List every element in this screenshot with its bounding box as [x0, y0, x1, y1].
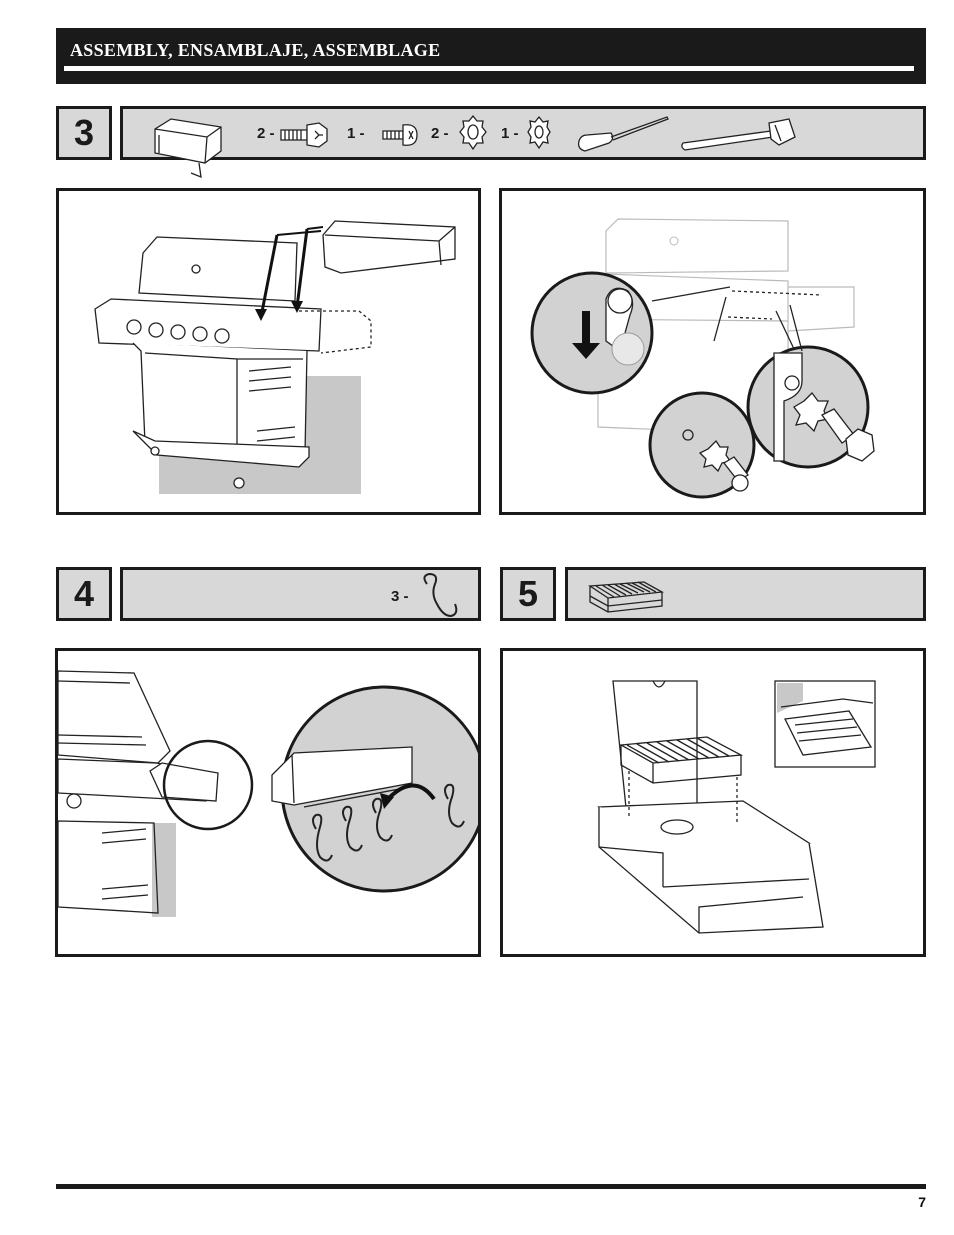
footer-rule	[56, 1184, 926, 1189]
warming-rack-install-figure	[597, 680, 876, 934]
part-qty: 2 -	[431, 125, 449, 142]
side-shelf-icon	[154, 118, 222, 179]
step-3-parts-bar: 2 - 1 - 2 - 1 -	[120, 106, 926, 179]
warming-rack-icon	[588, 581, 665, 613]
part-qty: 3 -	[391, 588, 409, 605]
step-5-number: 5	[500, 567, 556, 621]
step-3-illustration-right	[499, 188, 926, 515]
lock-washer-icon	[459, 114, 487, 151]
page-number: 7	[918, 1194, 926, 1210]
step-5-parts-bar	[565, 567, 926, 621]
star-washer-icon	[527, 115, 551, 150]
part-qty: 1 -	[347, 125, 365, 142]
section-header: ASSEMBLY, ENSAMBLAJE, ASSEMBLAGE	[56, 28, 926, 84]
screwdriver-icon	[577, 116, 669, 152]
part-qty: 2 -	[257, 125, 275, 142]
wrench-icon	[681, 118, 796, 151]
s-hook-hanging-figure	[58, 670, 478, 917]
grill-side-shelf-install-figure	[94, 220, 456, 494]
part-qty: 1 -	[501, 125, 519, 142]
hex-bolt-icon	[280, 122, 328, 148]
bracket-fastening-detail-figure	[530, 218, 875, 499]
step-3-number: 3	[56, 106, 112, 160]
step-4-illustration	[55, 648, 481, 957]
screw-icon	[382, 124, 418, 146]
section-title: ASSEMBLY, ENSAMBLAJE, ASSEMBLAGE	[70, 40, 441, 60]
s-hook-icon	[423, 572, 458, 618]
header-underline	[64, 66, 914, 71]
step-3-illustration-left	[56, 188, 481, 515]
step-4-parts-bar: 3 -	[120, 567, 481, 621]
step-5-illustration	[500, 648, 926, 957]
step-4-number: 4	[56, 567, 112, 621]
